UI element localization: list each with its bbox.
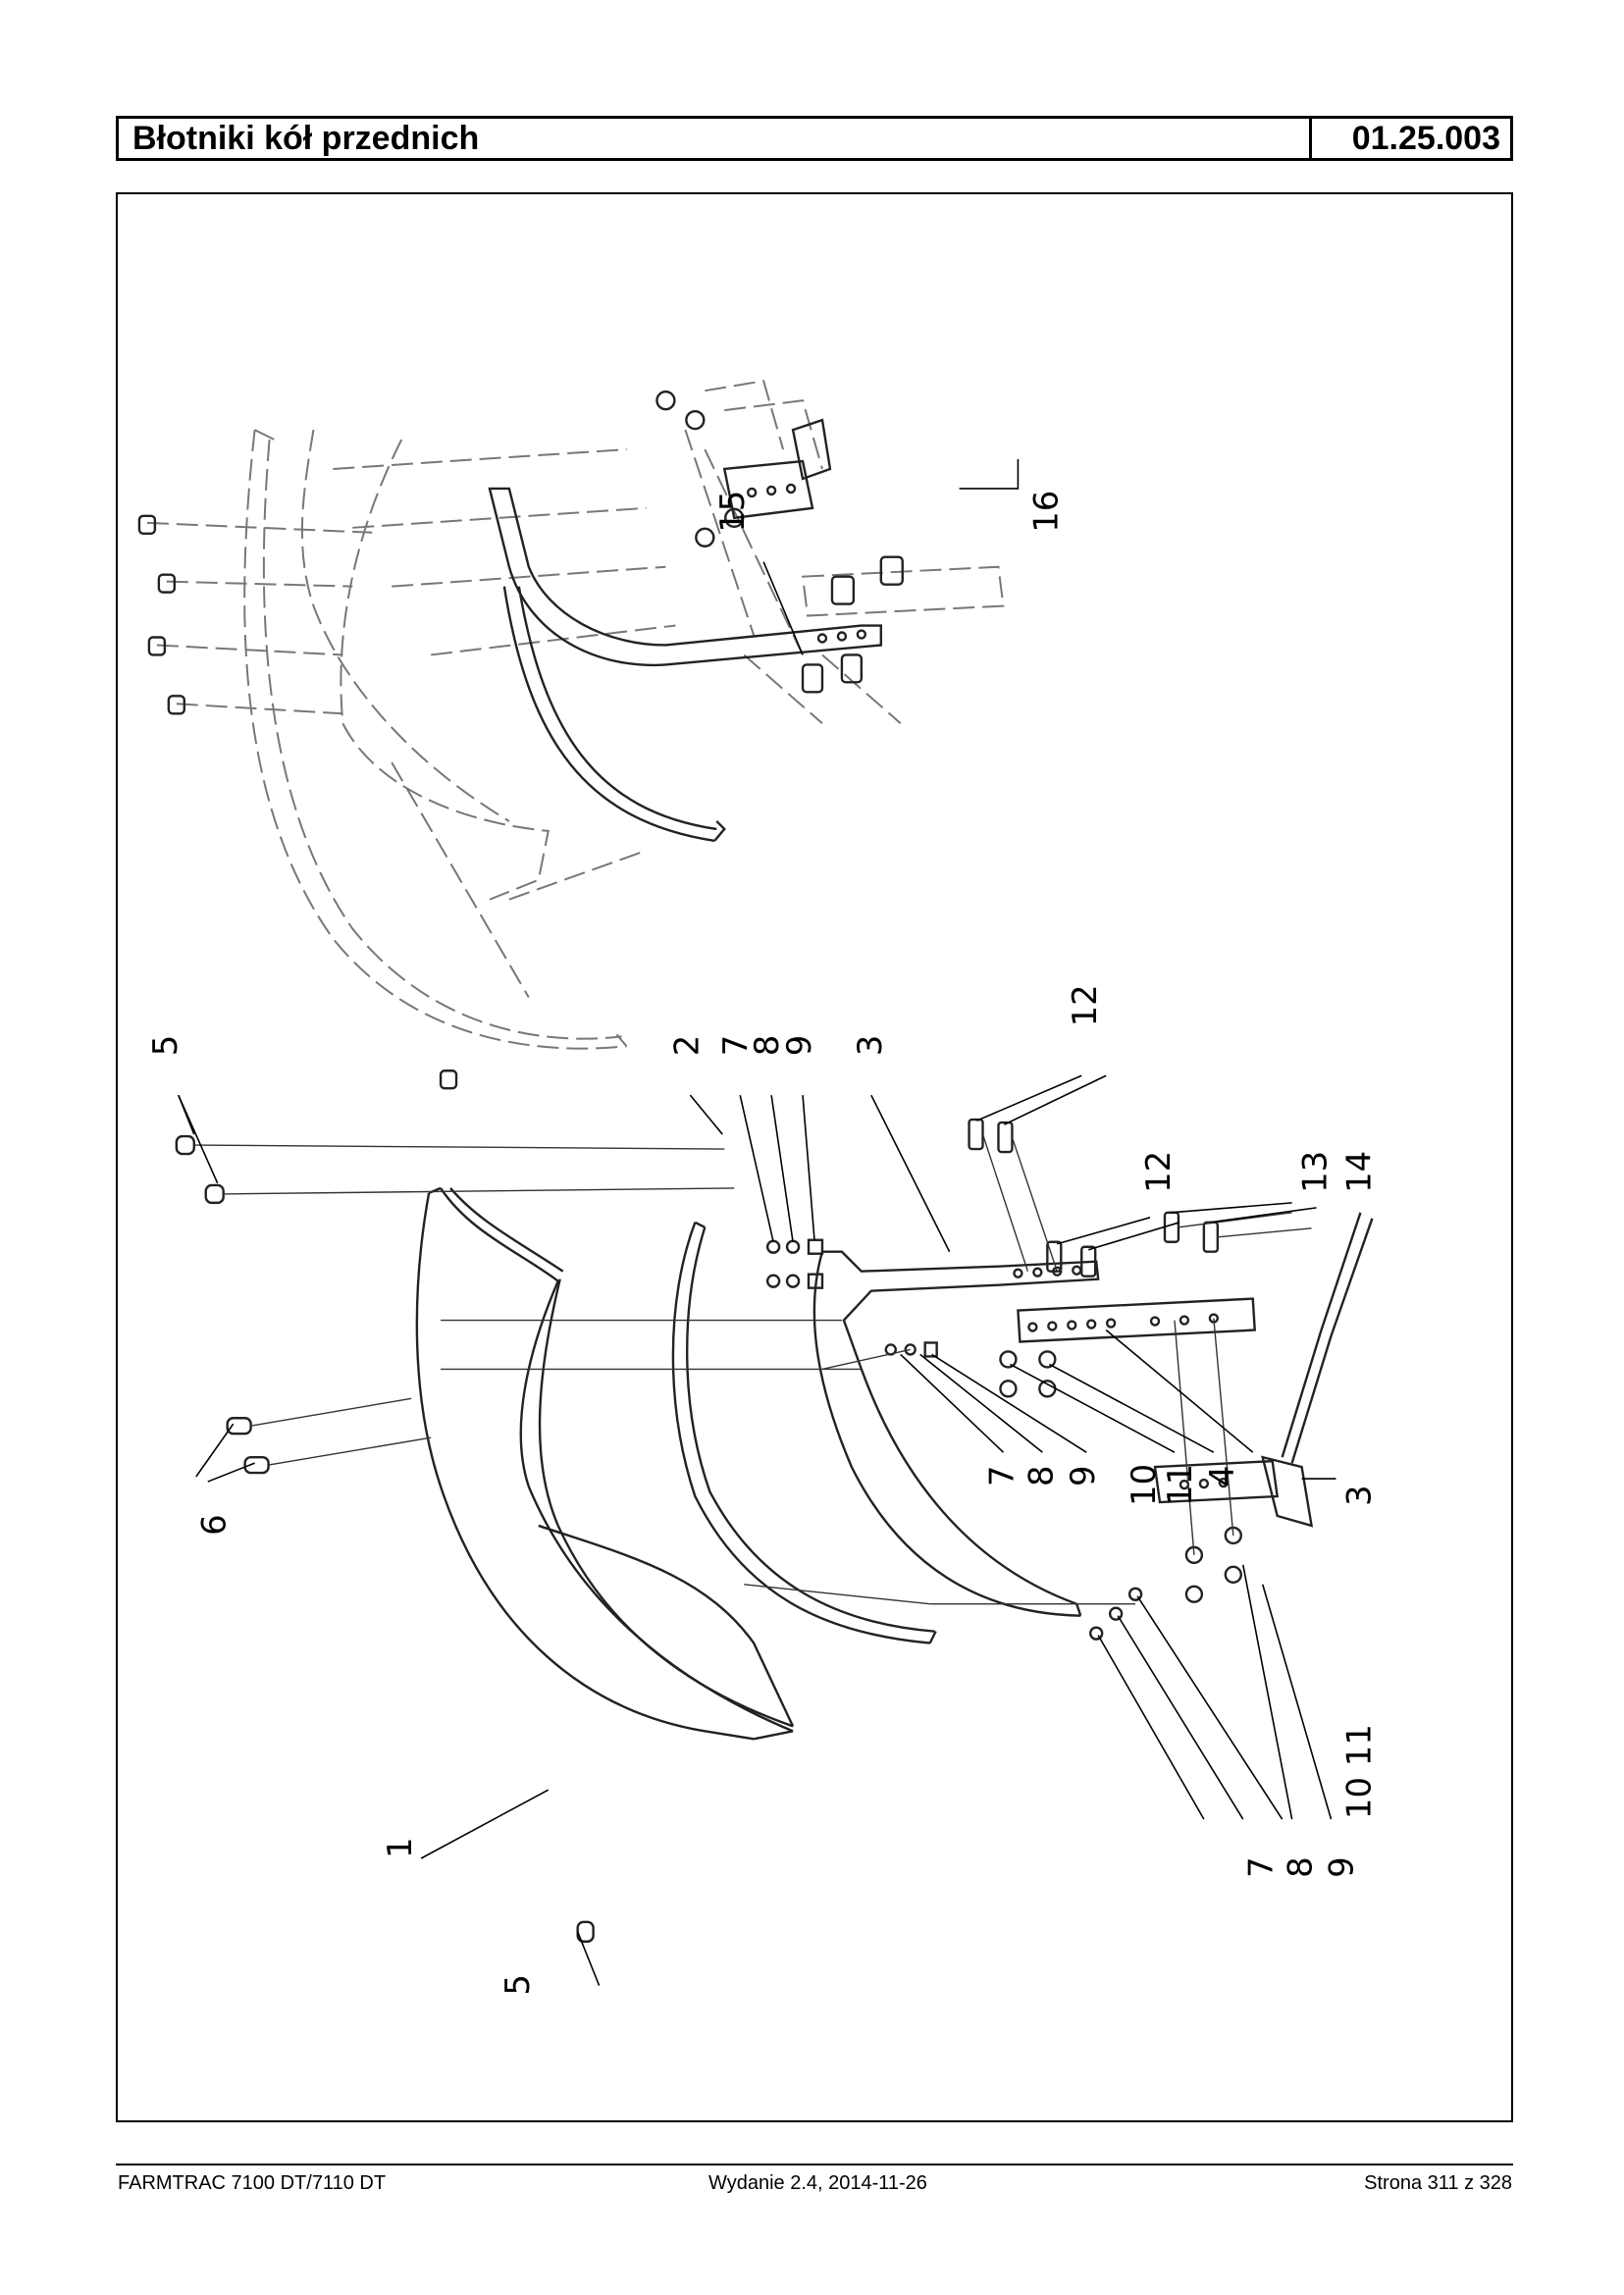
lower-assembly bbox=[175, 1118, 1374, 1943]
lower-leaders bbox=[193, 1133, 1312, 1605]
callout-8-top: 8 bbox=[748, 1035, 786, 1057]
callout-3: 3 bbox=[851, 1035, 889, 1057]
upper-assembly-solid bbox=[137, 391, 904, 1090]
exploded-parts-drawing: 1 5 6 5 2 7 8 9 3 12 12 13 14 7 8 9 10 1… bbox=[116, 192, 1513, 2122]
callout-16: 16 bbox=[1026, 491, 1065, 533]
callout-9-top: 9 bbox=[780, 1035, 818, 1057]
upper-assembly-phantom bbox=[146, 380, 1005, 1050]
footer-edition: Wydanie 2.4, 2014-11-26 bbox=[708, 2172, 927, 2194]
callout-15: 15 bbox=[713, 491, 752, 533]
callout-12-top: 12 bbox=[1066, 984, 1104, 1026]
callout-14: 14 bbox=[1339, 1151, 1378, 1193]
callout-11: 11 bbox=[1161, 1464, 1199, 1506]
callout-1: 1 bbox=[381, 1837, 419, 1858]
footer-model: FARMTRAC 7100 DT/7110 DT bbox=[118, 2172, 387, 2194]
callout-9-bottom: 9 bbox=[1322, 1856, 1360, 1878]
page-header: Błotniki kół przednich 01.25.003 bbox=[116, 116, 1513, 161]
callout-7-top: 7 bbox=[716, 1035, 755, 1057]
callout-10: 10 bbox=[1125, 1464, 1163, 1506]
callout-12-mid: 12 bbox=[1139, 1151, 1178, 1193]
callout-7-bottom: 7 bbox=[1242, 1856, 1281, 1878]
callout-3-bracket: 3 bbox=[1339, 1485, 1378, 1506]
callout-13: 13 bbox=[1296, 1151, 1335, 1193]
callout-10-11: 10 11 bbox=[1339, 1724, 1378, 1819]
callout-leaders bbox=[178, 459, 1336, 1986]
callout-5-lower: 5 bbox=[498, 1974, 537, 1996]
footer-divider bbox=[116, 2164, 1513, 2165]
callout-7-mid: 7 bbox=[982, 1465, 1021, 1487]
page-title: Błotniki kół przednich bbox=[119, 119, 1312, 158]
footer-page-number: Strona 311 z 328 bbox=[1364, 2172, 1512, 2194]
catalog-code: 01.25.003 bbox=[1351, 119, 1500, 157]
callout-labels: 1 5 6 5 2 7 8 9 3 12 12 13 14 7 8 9 10 1… bbox=[146, 491, 1379, 1996]
callout-9-mid: 9 bbox=[1064, 1465, 1102, 1487]
callout-8-bottom: 8 bbox=[1282, 1856, 1320, 1878]
callout-2: 2 bbox=[667, 1035, 706, 1057]
callout-5: 5 bbox=[146, 1035, 184, 1057]
callout-8-mid: 8 bbox=[1022, 1465, 1060, 1487]
callout-6: 6 bbox=[195, 1514, 234, 1536]
callout-4: 4 bbox=[1203, 1465, 1241, 1487]
